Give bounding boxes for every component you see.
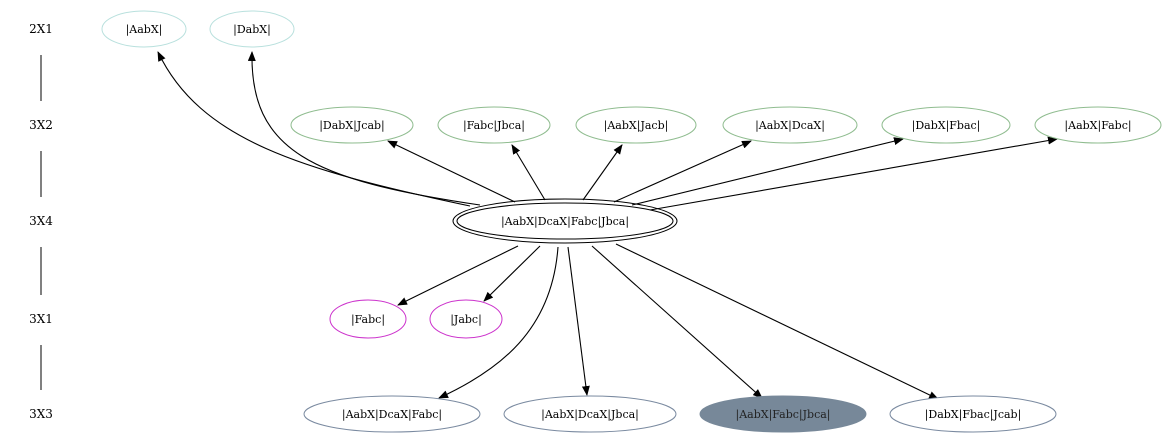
edge-n_center-to-n_aabx_jacb	[582, 144, 623, 201]
nodes-layer: |AabX| |DabX| |DabX|Jcab| |Fabc|Jbca| |AabX|…	[101, 10, 1162, 433]
node-label: |DabX|Jcab|	[319, 119, 385, 133]
node-label: |AabX|DcaX|Fabc|Jbca|	[501, 215, 629, 229]
node-label: |Jabc|	[450, 313, 482, 327]
node-n_aabx_jacb[interactable]: |AabX|Jacb|	[575, 106, 697, 144]
node-label: |AabX|	[126, 23, 163, 37]
node-shape	[575, 106, 697, 144]
edge-n_center-to-n_aabx_dcax_fabc	[438, 246, 559, 399]
edge-n_center-to-n_dabx_fbac_jcab	[615, 243, 939, 400]
rank-label-r2: 3X2	[29, 118, 53, 132]
edge-n_center-to-n_dabx	[247, 51, 481, 206]
node-shape	[881, 106, 1011, 144]
node-n_dabx_fbac_jcab[interactable]: |DabX|Fbac|Jcab|	[889, 395, 1057, 433]
rank-label-r4: 3X1	[29, 312, 53, 326]
node-shape	[429, 299, 503, 339]
node-n_dabx_jcab[interactable]: |DabX|Jcab|	[290, 106, 414, 144]
node-label: |AabX|Fabc|Jbca|	[735, 408, 830, 422]
node-n_aabx_dcax_fabc[interactable]: |AabX|DcaX|Fabc|	[303, 395, 481, 433]
node-shape	[101, 10, 187, 48]
node-shape	[456, 202, 674, 240]
node-shape	[303, 395, 481, 433]
node-n_dabx_fbac[interactable]: |DabX|Fbac|	[881, 106, 1011, 144]
node-shape	[437, 106, 551, 144]
node-label: |AabX|DcaX|Jbca|	[541, 408, 639, 422]
node-shape	[699, 395, 867, 433]
node-label: |Fabc|	[351, 313, 385, 327]
node-outer-ring	[452, 198, 678, 244]
node-n_aabx_dcax_jbca[interactable]: |AabX|DcaX|Jbca|	[503, 395, 677, 433]
node-n_fabc_jbca[interactable]: |Fabc|Jbca|	[437, 106, 551, 144]
edge-n_center-to-n_aabx_fabc_jbca	[591, 245, 763, 399]
node-label: |Fabc|Jbca|	[463, 119, 525, 133]
node-shape	[503, 395, 677, 433]
node-label: |DabX|	[233, 23, 271, 37]
edge-n_center-to-n_dabx_jcab	[387, 140, 516, 203]
edge-n_center-to-n_aabx_fabc	[649, 136, 1058, 211]
node-shape	[329, 299, 407, 339]
node-shape	[722, 106, 858, 144]
node-n_jabc[interactable]: |Jabc|	[429, 299, 503, 339]
rank-label-r3: 3X4	[29, 214, 53, 228]
rank-label-r1: 2X1	[29, 22, 53, 36]
rank-axis: 2X1 3X2 3X4 3X1 3X3	[29, 22, 53, 421]
node-label: |AabX|DcaX|Fabc|	[342, 408, 442, 422]
edge-n_center-to-n_dabx_fbac	[631, 137, 904, 206]
rank-label-r5: 3X3	[29, 407, 53, 421]
node-n_dabx[interactable]: |DabX|	[209, 10, 295, 48]
node-n_aabx_fabc[interactable]: |AabX|Fabc|	[1034, 106, 1162, 144]
node-n_aabx_fabc_jbca[interactable]: |AabX|Fabc|Jbca|	[699, 395, 867, 433]
node-n_fabc[interactable]: |Fabc|	[329, 299, 407, 339]
node-label: |DabX|Fbac|Jcab|	[925, 408, 1022, 422]
node-n_aabx_dcax[interactable]: |AabX|DcaX|	[722, 106, 858, 144]
edge-n_center-to-n_jabc	[483, 245, 541, 302]
node-label: |AabX|Fabc|	[1064, 119, 1131, 133]
node-label: |AabX|Jacb|	[604, 119, 669, 133]
edge-n_center-to-n_aabx_dcax	[613, 140, 752, 203]
node-shape	[290, 106, 414, 144]
node-shape	[889, 395, 1057, 433]
edge-n_center-to-n_aabx_dcax_jbca	[567, 246, 590, 396]
node-n_aabx[interactable]: |AabX|	[101, 10, 187, 48]
node-label: |DabX|Fbac|	[912, 119, 981, 133]
node-label: |AabX|DcaX|	[755, 119, 825, 133]
edge-n_center-to-n_fabc_jbca	[511, 144, 546, 201]
edges-layer	[157, 51, 1058, 400]
node-shape	[1034, 106, 1162, 144]
edge-n_center-to-n_fabc	[397, 245, 519, 306]
node-n_center[interactable]: |AabX|DcaX|Fabc|Jbca|	[452, 198, 678, 244]
node-shape	[209, 10, 295, 48]
